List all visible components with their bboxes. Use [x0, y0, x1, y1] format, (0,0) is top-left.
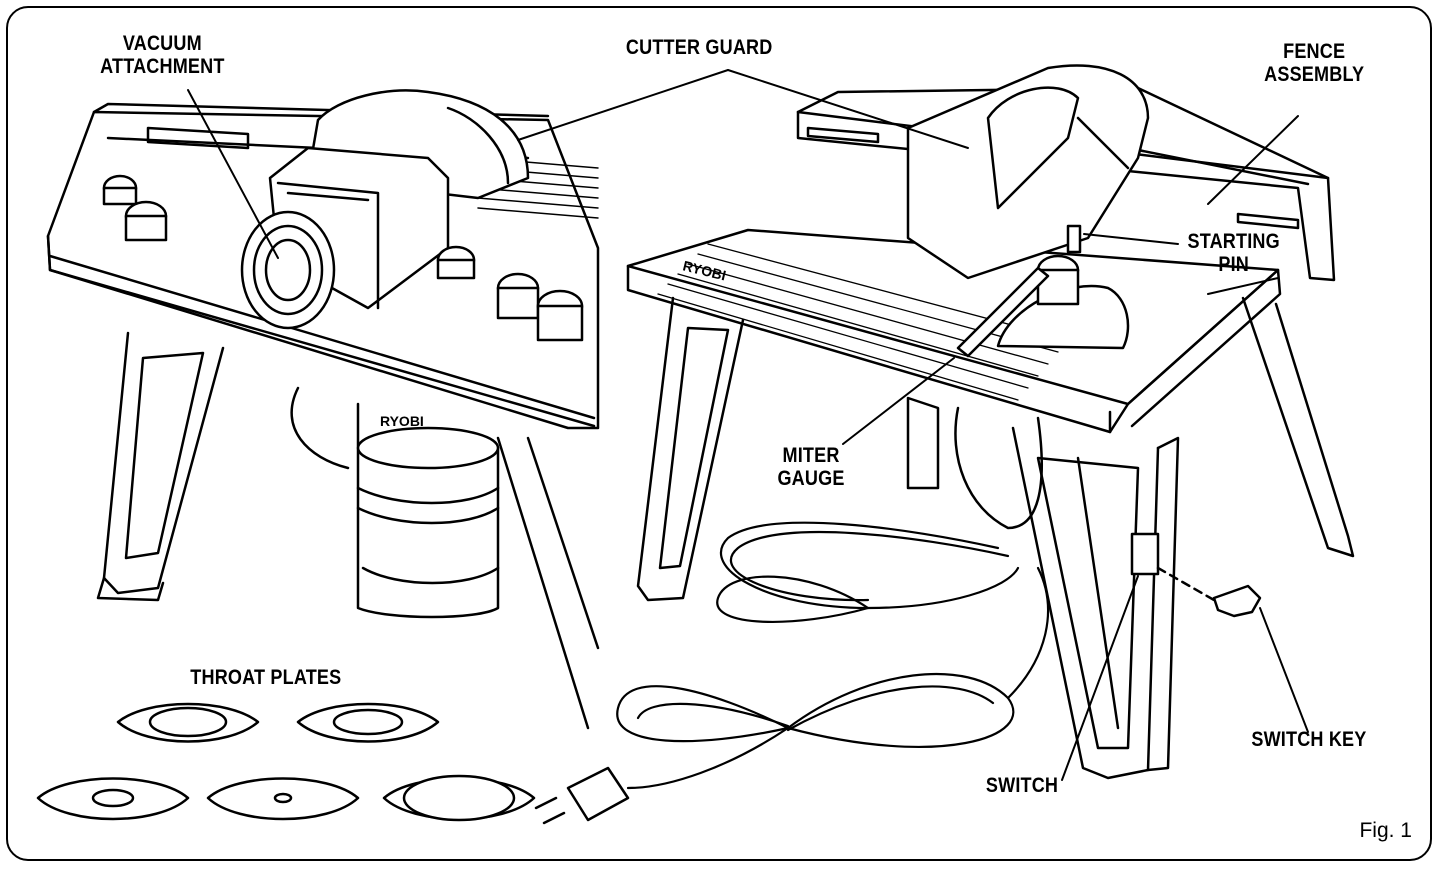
switch-shape	[1130, 532, 1160, 576]
plug-shape	[566, 766, 630, 822]
starting-pin-label: STARTING PIN	[1187, 230, 1280, 276]
brand-mark-router: RYOBI	[380, 413, 424, 429]
fence-assembly-label: FENCE ASSEMBLY	[1264, 40, 1365, 86]
miter-gauge-shape	[996, 284, 1130, 350]
closeup-table-view	[46, 89, 600, 730]
figure-number: Fig. 1	[1359, 819, 1412, 842]
cutter-guard-label: CUTTER GUARD	[625, 36, 773, 59]
leader-lines	[187, 69, 1309, 781]
switch-label: SWITCH	[985, 774, 1059, 797]
miter-gauge-label: MITER GAUGE	[777, 444, 845, 490]
figure-frame: RYOBI RYOBI VACUUM ATTACHMENT CUTTER GUA…	[6, 6, 1432, 861]
throat-plates-label: THROAT PLATES	[190, 666, 342, 689]
full-table-view	[534, 64, 1355, 825]
switch-key-shape	[1212, 584, 1262, 618]
switch-key-label: SWITCH KEY	[1251, 728, 1367, 751]
starting-pin-shape	[1066, 224, 1082, 254]
throat-plates-shapes	[36, 702, 536, 822]
router-table-illustration: RYOBI RYOBI	[36, 64, 1355, 825]
vacuum-attachment-label: VACUUM ATTACHMENT	[100, 32, 225, 78]
